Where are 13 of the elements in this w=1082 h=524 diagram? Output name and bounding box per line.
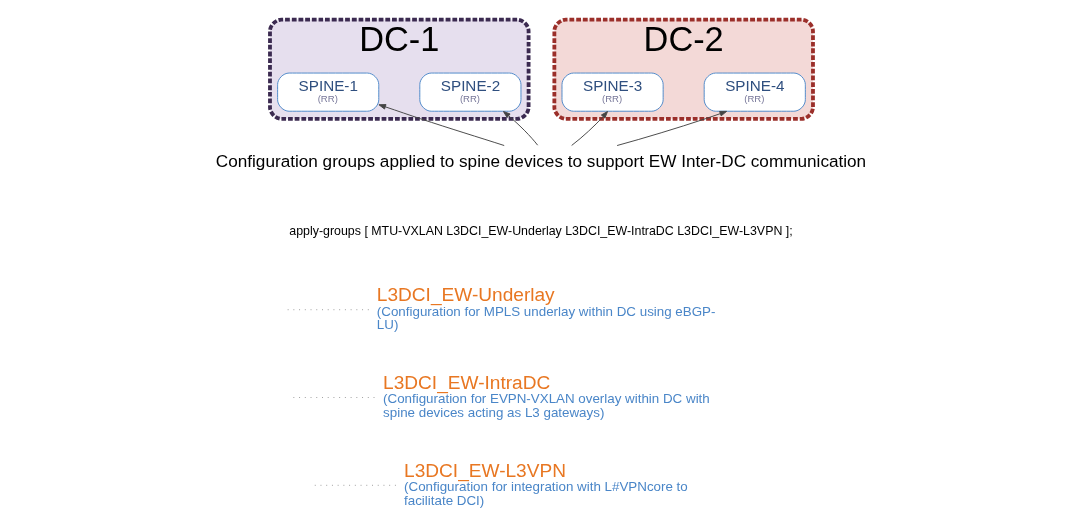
arrow xyxy=(378,104,505,146)
node-box: SPINE-1 (RR) xyxy=(277,72,380,112)
node-text: L3DCI_EW-Underlay (Configuration for MPLS underlay within DC using eBGP-LU) xyxy=(376,284,716,332)
node-text: Configuration groups applied to spine devices to support EW Inter-DC communication xyxy=(215,150,867,171)
arrow xyxy=(502,111,539,146)
node-text: L3DCI_EW-IntraDC (Configuration for EVPN-VXLAN overlay within DC with spine devices acting as L3 gateways) xyxy=(383,371,710,420)
label: apply-groups [ MTU-VXLAN L3DCI_EW-Underlay L3DCI_EW-IntraDC L3DCI_EW-L3VPN ]; xyxy=(289,223,793,238)
node-box: SPINE-2 (RR) xyxy=(419,72,522,112)
node-box: SPINE-3 (RR) xyxy=(561,72,664,112)
arrow xyxy=(571,111,608,146)
node-box: SPINE-4 (RR) xyxy=(703,72,806,112)
node-text: L3DCI_EW-L3VPN (Configuration for integration with L#VPNcore to facilitate DCI) xyxy=(404,459,688,508)
arrow xyxy=(616,110,728,146)
